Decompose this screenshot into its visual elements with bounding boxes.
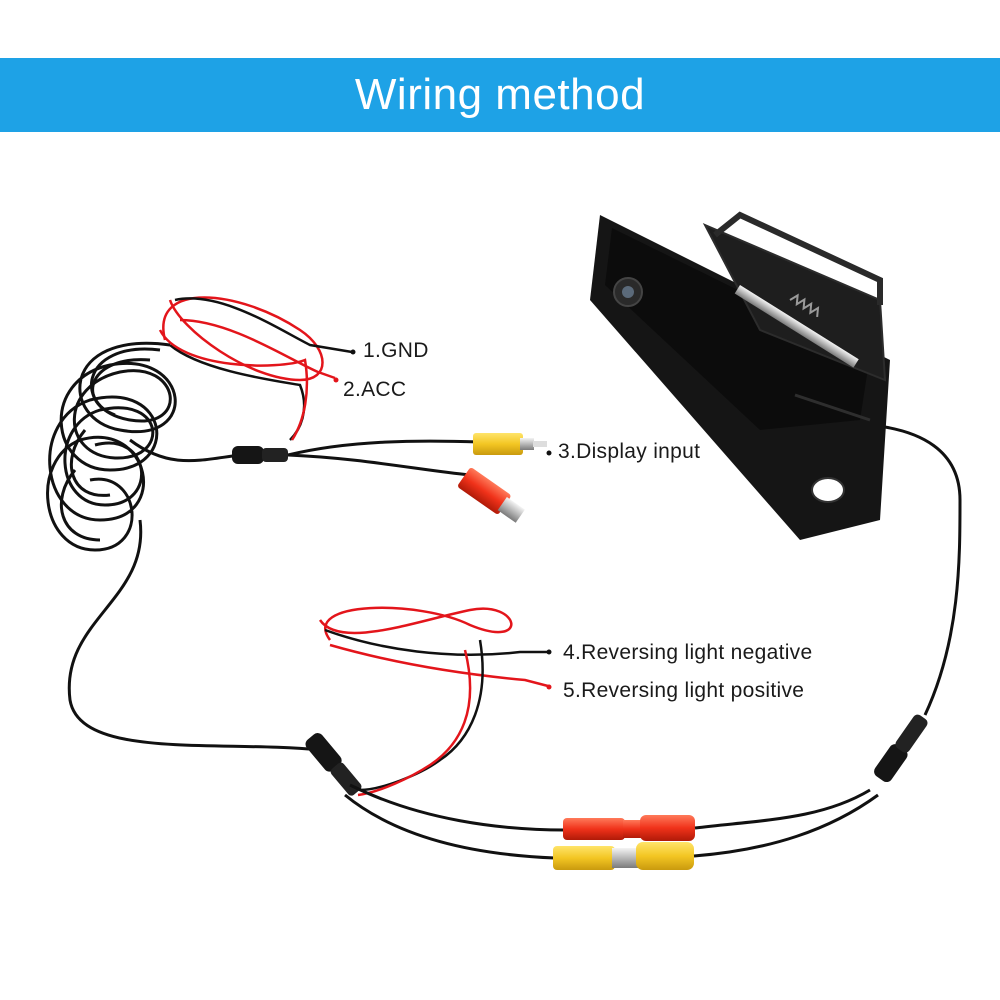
page-title: Wiring method: [354, 70, 646, 119]
label-reversing-positive: 5.Reversing light positive: [563, 679, 805, 702]
label-reversing-negative: 4.Reversing light negative: [563, 641, 813, 664]
display-rca-connector: [473, 433, 547, 455]
negative-pointer-dot: [546, 649, 552, 655]
bottom-power-wires: [318, 606, 549, 797]
top-inline-connector: [232, 446, 288, 464]
gnd-pointer-dot: [350, 349, 356, 355]
top-power-wires: [158, 296, 353, 441]
coiled-cable: [46, 341, 177, 552]
right-cable-lower: [693, 793, 879, 858]
cable-to-yellow-plug: [344, 793, 556, 860]
dc-power-plug: [458, 467, 525, 523]
right-inline-connector: [874, 714, 928, 783]
dc-cable: [287, 453, 471, 477]
right-cable-upper: [694, 788, 871, 830]
display-pointer-dot: [546, 450, 552, 456]
red-coupled-connector: [563, 815, 695, 841]
yellow-coupled-connector: [553, 842, 694, 870]
display-cable: [287, 439, 481, 457]
acc-pointer-dot: [333, 377, 339, 383]
long-cable: [67, 519, 321, 752]
tailgate-handle-camera: [590, 211, 890, 540]
label-display-input: 3.Display input: [558, 440, 701, 463]
label-acc: 2.ACC: [343, 378, 407, 401]
camera-cable: [869, 423, 962, 716]
label-gnd: 1.GND: [363, 339, 429, 362]
title-banner: Wiring method: [0, 58, 1000, 132]
main-cable-segment: [129, 438, 241, 463]
cable-to-red-plug: [349, 783, 566, 832]
positive-pointer-dot: [546, 684, 552, 690]
